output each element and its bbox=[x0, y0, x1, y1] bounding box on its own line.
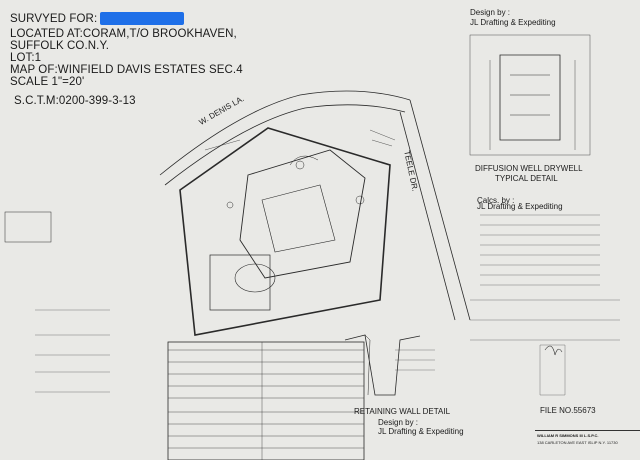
drywell-title: DIFFUSION WELL DRYWELL bbox=[475, 164, 583, 173]
lot-line: LOT:1 bbox=[10, 52, 42, 64]
design-by-label-top: Design by : bbox=[470, 8, 511, 17]
surveyed-for-label: SURVYED FOR: bbox=[10, 13, 98, 25]
county-line: SUFFOLK CO.N.Y. bbox=[10, 40, 110, 52]
surveyor-address: 138 CARLETON AVE EAST ISLIP N.Y. 11730 bbox=[537, 440, 618, 445]
design-firm-top: JL Drafting & Expediting bbox=[470, 18, 556, 27]
map-line: MAP OF:WINFIELD DAVIS ESTATES SEC.4 bbox=[10, 64, 243, 76]
calcs-firm: JL Drafting & Expediting bbox=[477, 202, 563, 211]
redaction-bar bbox=[100, 12, 184, 25]
drywell-subtitle: TYPICAL DETAIL bbox=[495, 174, 558, 183]
design-firm-bottom: JL Drafting & Expediting bbox=[378, 427, 464, 436]
design-by-label-bottom: Design by : bbox=[378, 418, 419, 427]
file-number: FILE NO.55673 bbox=[540, 406, 596, 415]
scale-line: SCALE 1"=20' bbox=[10, 76, 85, 88]
location-line: LOCATED AT:CORAM,T/O BROOKHAVEN, bbox=[10, 28, 237, 40]
surveyor-name: WILLIAM R SIMMONS III L.S.P.C. bbox=[537, 433, 599, 438]
calcs-by-label: Calcs. by : bbox=[477, 196, 515, 205]
sctm-line: S.C.T.M:0200-399-3-13 bbox=[14, 95, 136, 107]
retaining-wall-label: RETAINING WALL DETAIL bbox=[354, 407, 451, 416]
title-block: WILLIAM R SIMMONS III L.S.P.C. 138 CARLE… bbox=[535, 430, 640, 460]
